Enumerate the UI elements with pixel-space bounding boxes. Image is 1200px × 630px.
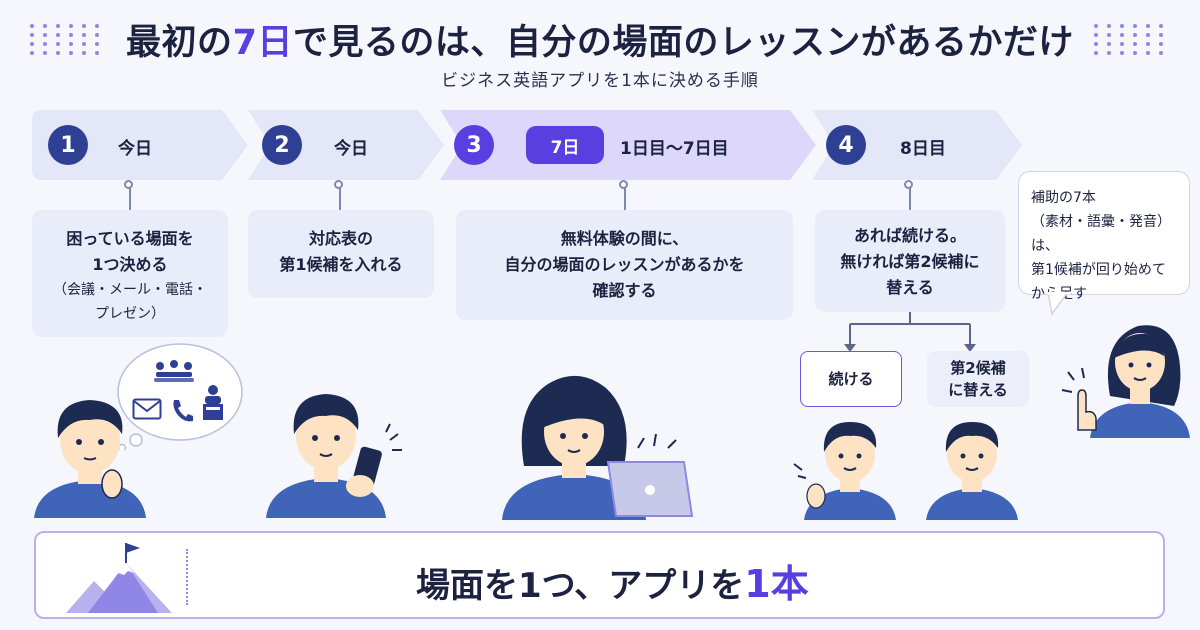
chevron-shape <box>248 110 444 180</box>
step-text-line: 1つ決める <box>92 255 168 274</box>
step-3-header: 3 7日 1日目〜7日目 <box>440 110 816 180</box>
person-thinking <box>34 400 146 518</box>
step-2-box: 対応表の 第1候補を入れる <box>248 210 434 298</box>
step-text-line: 自分の場面のレッスンがあるかを <box>504 255 745 274</box>
step-text-line: 替える <box>886 278 934 297</box>
step-label: 今日 <box>334 139 368 159</box>
connector-1 <box>129 183 131 211</box>
person-switch <box>926 422 1018 520</box>
branch-text: 第2候補 <box>950 359 1006 377</box>
branch-continue: 続ける <box>800 351 902 407</box>
step-sub-line: プレゼン） <box>95 306 165 322</box>
connector-dot-3 <box>619 180 628 189</box>
step-sub-line: （会議・メール・電話・ <box>53 282 207 298</box>
mail-icon <box>132 398 162 420</box>
step-number: 3 <box>454 125 494 165</box>
presentation-icon <box>203 385 223 420</box>
person-continue <box>793 422 896 520</box>
step-text-line: 確認する <box>592 281 657 300</box>
banner-divider <box>186 549 188 605</box>
connector-4 <box>909 183 911 211</box>
branch-text: に替える <box>948 381 1008 399</box>
title-highlight: 7日 <box>232 23 293 63</box>
step-text-line: 無料体験の間に、 <box>560 229 689 248</box>
note-bubble: 補助の7本 （素材・語彙・発音）は、 第1候補が回り始めて から足す <box>1018 171 1190 302</box>
chevron-shape <box>812 110 1022 180</box>
person-pointing <box>1061 325 1190 438</box>
step-1-header: 1 今日 <box>32 110 248 180</box>
note-line: 補助の7本 <box>1031 190 1096 206</box>
subtitle: ビジネス英語アプリを1本に決める手順 <box>441 71 759 91</box>
step-text-line: 対応表の <box>308 229 373 248</box>
branch-text: 続ける <box>828 370 874 388</box>
step-text-line: 無ければ第2候補に <box>840 252 980 271</box>
step-number: 1 <box>48 125 88 165</box>
banner-text: 場面を1つ、アプリを <box>416 566 745 606</box>
note-line: （素材・語彙・発音）は、 <box>1031 214 1171 254</box>
phone-icon <box>173 400 193 422</box>
branch-switch: 第2候補 に替える <box>927 351 1029 407</box>
connector-dot-2 <box>334 180 343 189</box>
mountain-flag-icon <box>66 543 172 613</box>
step-text-line: あれば続ける。 <box>853 226 966 245</box>
note-line: 第1候補が回り始めて <box>1031 262 1166 278</box>
step-text-line: 第1候補を入れる <box>279 255 403 274</box>
banner-message: 場面を1つ、アプリを1本 <box>416 553 809 608</box>
connector-3 <box>624 183 626 211</box>
seven-day-badge: 7日 <box>526 126 604 164</box>
connector-dot-4 <box>904 180 913 189</box>
step-4-box: あれば続ける。 無ければ第2候補に 替える <box>815 210 1005 312</box>
step-number: 2 <box>262 125 302 165</box>
note-tail <box>1047 292 1071 316</box>
page-title: 最初の7日で見るのは、自分の場面のレッスンがあるかだけ <box>0 14 1200 65</box>
meeting-icon <box>154 360 194 382</box>
step-4-header: 4 8日目 <box>812 110 1022 180</box>
connector-2 <box>339 183 341 211</box>
dot-grid-left <box>30 24 103 55</box>
branch-arrows <box>844 312 976 352</box>
step-1-box: 困っている場面を 1つ決める （会議・メール・電話・ プレゼン） <box>32 210 228 337</box>
dot-grid-right <box>1094 24 1167 55</box>
step-2-header: 2 今日 <box>248 110 444 180</box>
banner-highlight: 1本 <box>744 562 809 606</box>
title-part: 最初の <box>126 23 233 63</box>
connector-dot-1 <box>124 180 133 189</box>
summary-banner: 場面を1つ、アプリを1本 <box>34 531 1165 619</box>
person-laptop <box>502 375 694 520</box>
step-number: 4 <box>826 125 866 165</box>
step-label: 1日目〜7日目 <box>620 139 729 159</box>
laptop-icon <box>606 461 694 517</box>
person-phone <box>266 394 402 518</box>
step-3-box: 無料体験の間に、 自分の場面のレッスンがあるかを 確認する <box>456 210 793 320</box>
step-text-line: 困っている場面を <box>66 229 194 248</box>
step-label: 今日 <box>118 139 152 159</box>
chevron-shape <box>32 110 248 180</box>
step-label: 8日目 <box>900 139 946 159</box>
title-part: で見るのは、自分の場面のレッスンがあるかだけ <box>292 23 1074 63</box>
